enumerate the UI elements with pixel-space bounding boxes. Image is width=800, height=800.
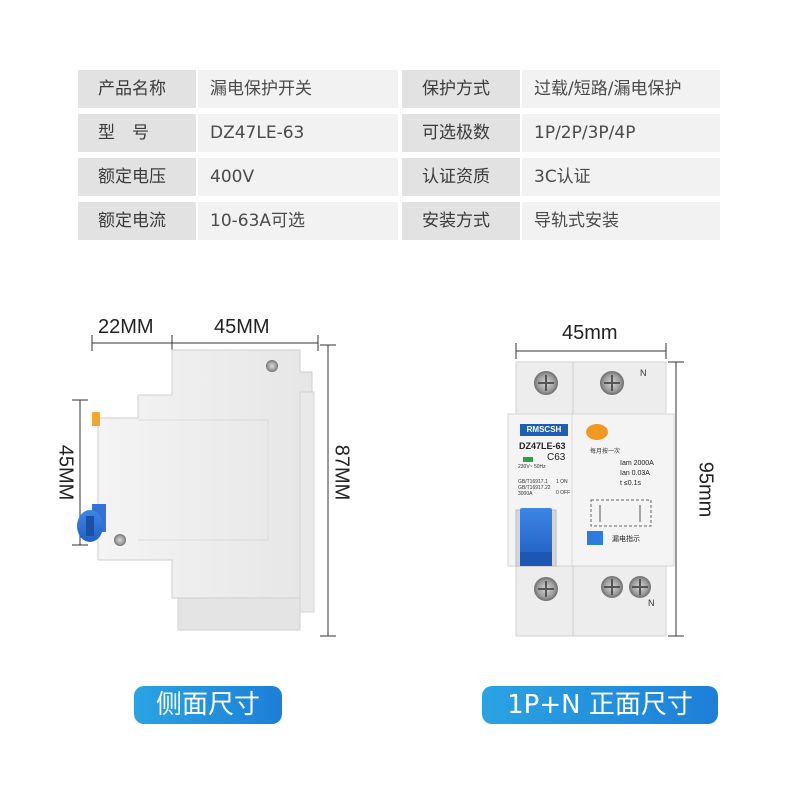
spec-key: 认证资质: [402, 158, 520, 196]
breaking-capacity: 3000A: [518, 491, 533, 497]
dim-side-depth-body: 45MM: [214, 316, 270, 338]
spec-key: 保护方式: [402, 70, 520, 108]
spec-key: 安装方式: [402, 202, 520, 240]
side-view-drawing: [72, 335, 336, 637]
spec-row: 型 号 DZ47LE-63 可选极数 1P/2P/3P/4P: [78, 114, 720, 152]
spec-row: 额定电流 10-63A可选 安装方式 导轨式安装: [78, 202, 720, 240]
spec-value: 导轨式安装: [522, 202, 720, 240]
voltage-text: 230V~ 50Hz: [518, 464, 546, 470]
spec-value: 漏电保护开关: [198, 70, 398, 108]
rating-text: C63: [547, 452, 566, 463]
spec-value: DZ47LE-63: [198, 114, 398, 152]
spec-key: 额定电流: [78, 202, 196, 240]
spec-row: 额定电压 400V 认证资质 3C认证: [78, 158, 720, 196]
spec-line-2: Ian 0.03A: [620, 470, 650, 477]
dim-front-width: 45mm: [562, 322, 618, 344]
spec-row: 产品名称 漏电保护开关 保护方式 过载/短路/漏电保护: [78, 70, 720, 108]
front-view-caption: 1P+N 正面尺寸: [482, 686, 718, 724]
off-text: 0 OFF: [556, 490, 571, 496]
spec-value: 400V: [198, 158, 398, 196]
spec-key: 产品名称: [78, 70, 196, 108]
dim-side-height-left: 45MM: [54, 444, 77, 501]
spec-line-1: Iam 2000A: [620, 460, 654, 467]
spec-key: 可选极数: [402, 114, 520, 152]
dim-side-depth-front: 22MM: [98, 316, 154, 338]
test-instruction: 每月按一次: [590, 448, 621, 455]
spec-key: 型 号: [78, 114, 196, 152]
brand-badge: RMSCSH: [526, 425, 562, 434]
spec-value: 过载/短路/漏电保护: [522, 70, 720, 108]
leak-indicator-text: 漏电指示: [612, 535, 640, 543]
model-text: DZ47LE-63: [519, 441, 566, 451]
dim-front-height: 95mm: [694, 461, 717, 518]
spec-value: 1P/2P/3P/4P: [522, 114, 720, 152]
spec-value: 3C认证: [522, 158, 720, 196]
terminal-n-bottom: N: [648, 598, 655, 608]
spec-value: 10-63A可选: [198, 202, 398, 240]
standard-text-1: GB/T16917.1: [518, 479, 548, 485]
standard-text-2: GB/T16917.22: [518, 485, 551, 491]
terminal-n-top: N: [640, 368, 647, 378]
spec-table: 产品名称 漏电保护开关 保护方式 过载/短路/漏电保护 型 号 DZ47LE-6…: [78, 70, 720, 240]
front-view-drawing: [507, 343, 684, 637]
dim-side-height-right: 87MM: [330, 444, 353, 501]
spec-key: 额定电压: [78, 158, 196, 196]
spec-line-3: t ≤0.1s: [620, 480, 641, 487]
on-text: 1 ON: [556, 479, 568, 485]
side-view-caption: 侧面尺寸: [134, 686, 282, 724]
